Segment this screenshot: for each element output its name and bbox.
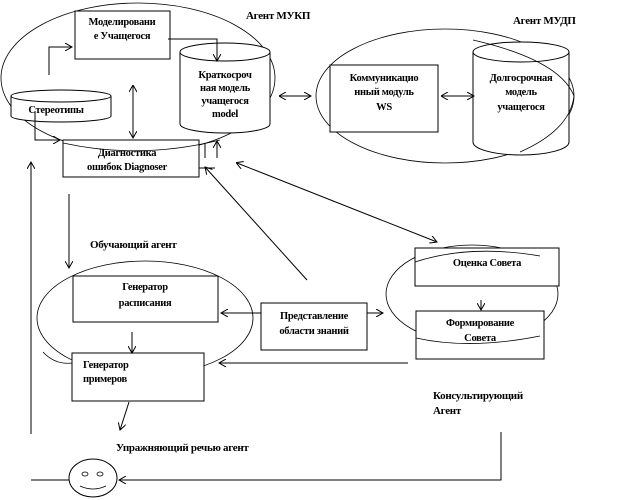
comm-module-line-3: WS	[376, 102, 392, 113]
schedule-generator-node[interactable]: Генератор расписания	[72, 275, 219, 323]
long-term-model-line-3: учащегося	[497, 102, 545, 113]
student-modeling-node[interactable]: Моделировани е Учащегося	[74, 10, 171, 60]
agent-mukp-boundary-overlap	[62, 139, 221, 152]
advice-formation-line-1: Формирование	[446, 318, 515, 329]
advice-evaluation-node[interactable]: Оценка Совета	[414, 247, 560, 287]
stereotypes-label: Стереотипы	[28, 105, 83, 116]
example-generator-node[interactable]: Генератор примеров	[71, 352, 205, 402]
stereotypes-to-diagnosis-arrow	[34, 111, 60, 140]
short-term-model-line-1: Краткосроч	[198, 70, 252, 81]
example-to-practice-arrow	[120, 401, 130, 430]
error-diagnosis-line-1: Диагностика	[98, 148, 157, 159]
short-term-model-node[interactable]: Краткосроч ная модель учащегося model	[179, 42, 271, 134]
long-term-model-node[interactable]: Долгосрочная модель учащегося	[472, 41, 570, 156]
error-diagnosis-line-2: ошибок Diagnoser	[87, 162, 168, 173]
consulting-agent-label-line-2: Агент	[433, 405, 462, 417]
agent-mukp-label: Агент МУКП	[246, 10, 311, 22]
long-term-model-line-1: Долгосрочная	[490, 73, 553, 84]
comm-module-line-1: Коммуникацио	[350, 73, 419, 84]
advice-formation-line-2: Совета	[464, 333, 497, 344]
consulting-boundary-top-overlap	[414, 250, 541, 263]
error-diagnosis-node[interactable]: Диагностика ошибок Diagnoser	[62, 139, 200, 178]
short-term-model-line-2: ная модель	[200, 83, 251, 94]
example-generator-line-2: примеров	[83, 374, 127, 385]
advice-formation-node[interactable]: Формирование Совета	[415, 310, 545, 360]
agent-mudp-label: Агент МУДП	[513, 15, 576, 27]
schedule-generator-line-2: расписания	[119, 298, 172, 309]
smiley-face-icon[interactable]	[68, 458, 118, 498]
teaching-agent-label: Обучающий агент	[90, 239, 177, 251]
comm-module-node[interactable]: Коммуникацио нный модуль WS	[329, 64, 439, 133]
stereotypes-to-modeling-arrow	[48, 47, 72, 75]
example-generator-line-1: Генератор	[83, 360, 129, 371]
agent-mudp-boundary-overlap	[472, 39, 575, 153]
advice-evaluation-label: Оценка Совета	[453, 258, 522, 269]
student-modeling-line-2: е Учащегося	[94, 31, 151, 42]
diagnosis-advice-bidir-arrow	[237, 163, 437, 242]
teaching-boundary-left-overlap	[42, 351, 73, 364]
consulting-boundary-bottom-overlap	[415, 335, 541, 344]
schedule-generator-line-1: Генератор	[122, 282, 168, 293]
domain-to-diagnosis-arrow	[205, 167, 308, 281]
comm-module-line-2: нный модуль	[354, 87, 414, 98]
consulting-agent-label-line-1: Консультирующий	[433, 390, 524, 402]
practice-agent-label: Упражняющий речью агент	[116, 442, 249, 454]
short-term-model-line-3: учащегося	[201, 96, 249, 107]
short-term-model-line-4: model	[212, 109, 238, 120]
stereotypes-node[interactable]: Стереотипы	[10, 89, 112, 123]
long-term-model-line-2: модель	[505, 87, 537, 98]
modeling-to-short-term-arrow	[168, 38, 217, 61]
student-modeling-line-1: Моделировани	[89, 17, 156, 28]
domain-representation-line-1: Представление	[280, 311, 349, 322]
domain-representation-line-2: области знаний	[279, 326, 349, 337]
consulting-to-user-arrow	[119, 432, 502, 480]
domain-representation-node[interactable]: Представление области знаний	[260, 302, 368, 351]
